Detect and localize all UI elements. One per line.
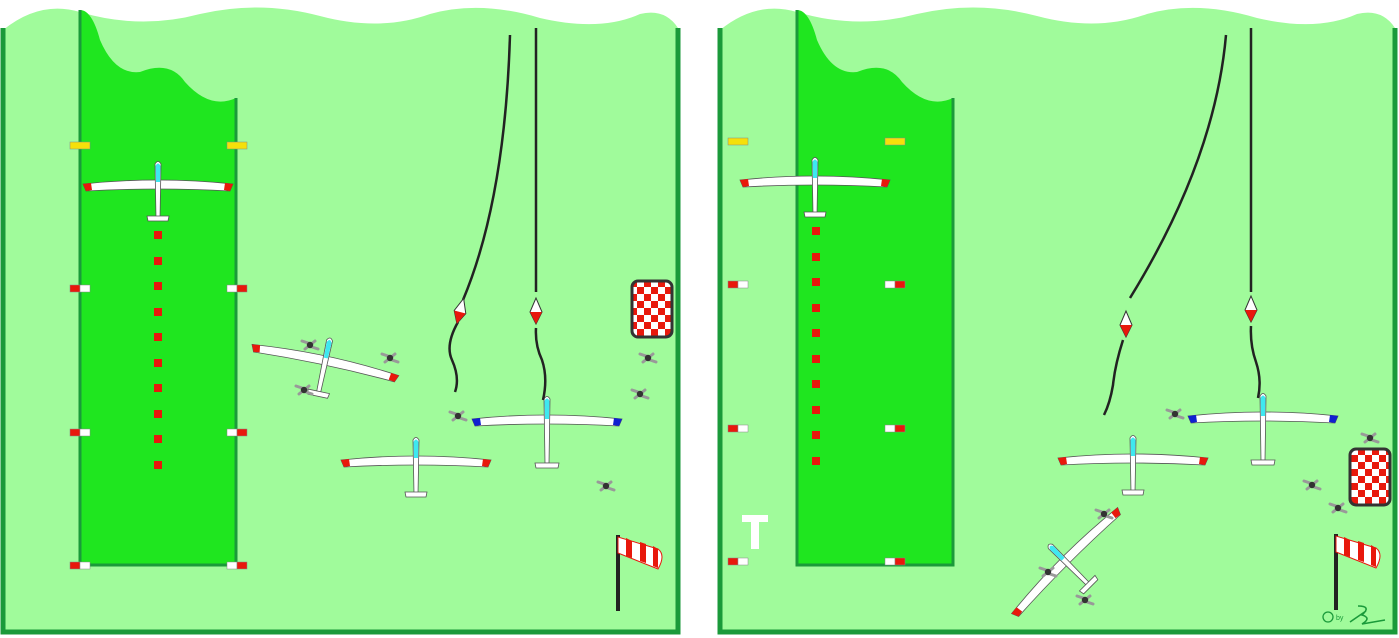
copyright-signature: © by <box>1322 605 1386 625</box>
landing-t: T <box>742 515 768 549</box>
winch-cable <box>1102 339 1125 416</box>
airfield-right <box>720 7 1395 632</box>
winch-cable <box>461 34 512 301</box>
airfield-left <box>3 7 678 632</box>
signature <box>1349 605 1386 625</box>
winch-cable <box>534 327 547 401</box>
copyright-by: by <box>1336 615 1344 622</box>
checkered-signal-board <box>630 279 674 339</box>
left-panel <box>3 7 678 632</box>
winch-cable <box>1128 34 1228 299</box>
copyright-icon <box>1322 611 1334 623</box>
winch-cable <box>448 321 460 393</box>
checkered-signal-board <box>1348 447 1392 507</box>
right-panel: T © by <box>720 7 1395 638</box>
winch-cable <box>1249 325 1261 399</box>
